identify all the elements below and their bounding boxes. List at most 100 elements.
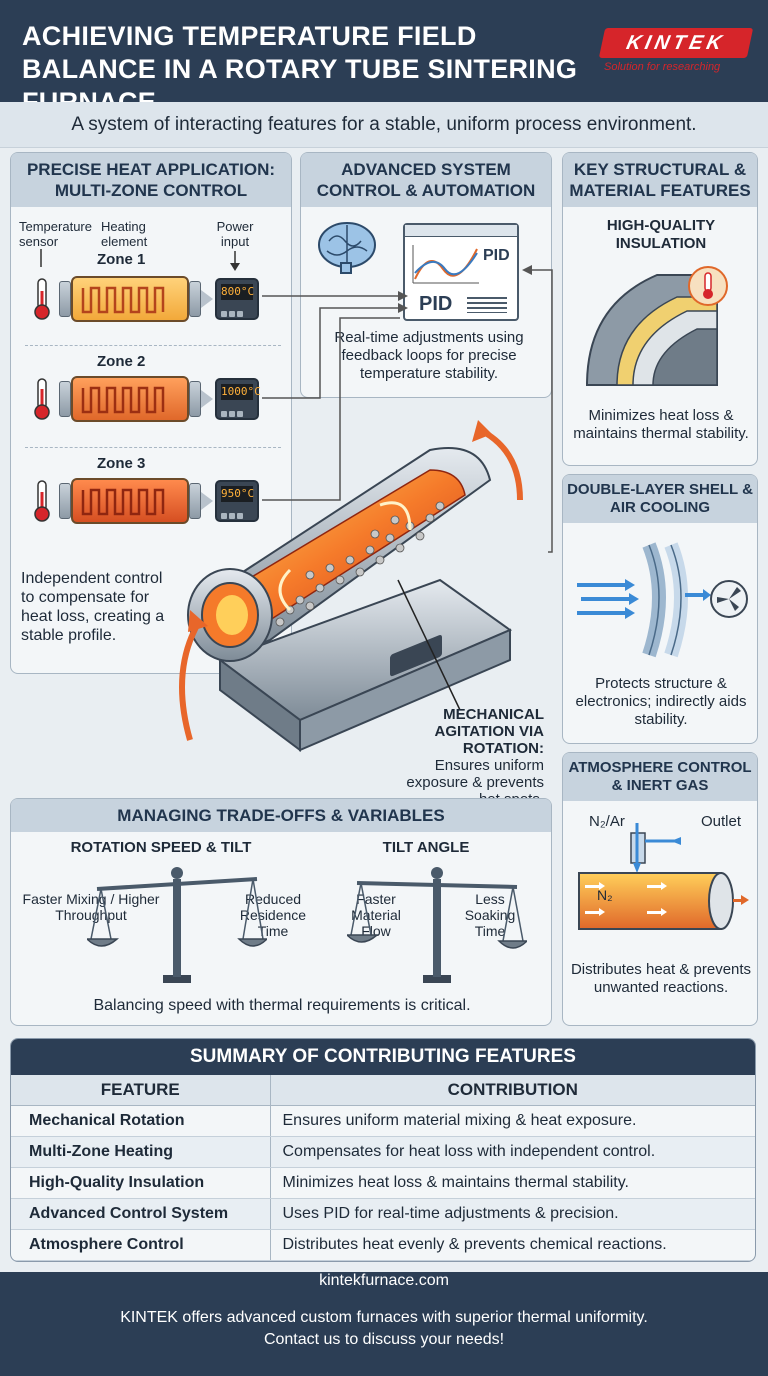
trend-graph-icon bbox=[412, 245, 479, 284]
contribution-cell: Uses PID for real-time adjustments & pre… bbox=[270, 1198, 755, 1230]
shell-description: Protects structure & electronics; indire… bbox=[575, 675, 747, 728]
contribution-cell: Ensures uniform material mixing & heat e… bbox=[270, 1105, 755, 1137]
contribution-cell: Distributes heat evenly & prevents chemi… bbox=[270, 1229, 755, 1261]
atmosphere-title: ATMOSPHERE CONTROL & INERT GAS bbox=[563, 753, 757, 801]
heater-cap-left bbox=[59, 281, 71, 317]
table-row: Mechanical Rotation Ensures uniform mate… bbox=[11, 1105, 755, 1137]
zone-1-controller[interactable]: 800°C bbox=[215, 278, 259, 320]
air-cooling-icon bbox=[577, 542, 748, 658]
feature-cell: Mechanical Rotation bbox=[11, 1105, 271, 1137]
heater-cap-right bbox=[189, 483, 201, 519]
shell-title: DOUBLE-LAYER SHELL & AIR COOLING bbox=[563, 475, 757, 523]
logo-wordmark: KINTEK bbox=[598, 28, 754, 58]
zone-1-title: Zone 1 bbox=[97, 251, 146, 268]
heating-coil-icon bbox=[81, 386, 165, 414]
feature-cell: Atmosphere Control bbox=[11, 1229, 271, 1261]
balance-scale-icon bbox=[347, 867, 527, 983]
heating-element-zone-1 bbox=[71, 276, 189, 322]
zone-3-title: Zone 3 bbox=[97, 455, 146, 472]
table-row: Multi-Zone Heating Compensates for heat … bbox=[11, 1136, 755, 1168]
tradeoff-left-a: Faster Mixing / Higher Throughput bbox=[22, 891, 160, 923]
tradeoffs-title: MANAGING TRADE-OFFS & VARIABLES bbox=[11, 799, 551, 832]
atmosphere-panel: ATMOSPHERE CONTROL & INERT GAS N₂/Ar Out… bbox=[562, 752, 758, 1026]
zone-2-readout: 1000°C bbox=[221, 384, 261, 400]
label-power-input: Power input bbox=[216, 219, 254, 249]
heating-coil-icon bbox=[81, 286, 165, 314]
thermometer-badge-icon bbox=[688, 266, 728, 306]
contribution-cell: Minimizes heat loss & maintains thermal … bbox=[270, 1167, 755, 1199]
website-link[interactable]: kintekfurnace.com bbox=[0, 1272, 768, 1300]
atmosphere-inside-label: N₂ bbox=[597, 887, 613, 903]
insulation-layers-icon bbox=[585, 274, 718, 386]
tradeoffs-footer: Balancing speed with thermal requirement… bbox=[93, 997, 471, 1014]
atmosphere-description: Distributes heat & prevents unwanted rea… bbox=[570, 961, 752, 996]
tradeoff-right-title: TILT ANGLE bbox=[382, 839, 470, 856]
column-header-contribution: CONTRIBUTION bbox=[270, 1075, 755, 1106]
power-arrow-icon bbox=[201, 290, 213, 308]
multizone-title: PRECISE HEAT APPLICATION: MULTI-ZONE CON… bbox=[11, 153, 291, 207]
power-arrow-icon bbox=[201, 390, 213, 408]
summary-table: FEATURE CONTRIBUTION Mechanical Rotation… bbox=[11, 1075, 755, 1261]
multizone-description: Independent control to compensate for he… bbox=[21, 570, 165, 644]
feature-cell: Multi-Zone Heating bbox=[11, 1136, 271, 1168]
header-banner: ACHIEVING TEMPERATURE FIELD BALANCE IN A… bbox=[0, 0, 768, 117]
cta-line-1: KINTEK offers advanced custom furnaces w… bbox=[120, 1309, 648, 1326]
summary-section: SUMMARY OF CONTRIBUTING FEATURES FEATURE… bbox=[10, 1038, 756, 1262]
table-row: Atmosphere Control Distributes heat even… bbox=[11, 1229, 755, 1261]
zone-3-controller[interactable]: 950°C bbox=[215, 480, 259, 522]
heater-cap-left bbox=[59, 381, 71, 417]
rotary-furnace-illustration bbox=[179, 420, 523, 752]
structural-title: KEY STRUCTURAL & MATERIAL FEATURES bbox=[563, 153, 757, 207]
rotation-callout-text: Ensures uniform exposure & prevents hot … bbox=[406, 757, 544, 808]
zone-1-readout: 800°C bbox=[221, 284, 255, 300]
table-header-row: FEATURE CONTRIBUTION bbox=[11, 1075, 755, 1106]
heating-coil-icon bbox=[81, 488, 165, 516]
brain-icon bbox=[318, 222, 376, 274]
structural-panel: KEY STRUCTURAL & MATERIAL FEATURES HIGH-… bbox=[562, 152, 758, 466]
zone-divider bbox=[25, 447, 281, 448]
label-heating-element: Heating element bbox=[101, 219, 148, 249]
insulation-subtitle: HIGH-QUALITY INSULATION bbox=[606, 217, 716, 252]
control-title: ADVANCED SYSTEM CONTROL & AUTOMATION bbox=[301, 153, 551, 207]
cta-line-2: Contact us to discuss your needs! bbox=[263, 1331, 505, 1348]
tradeoff-left-title: ROTATION SPEED & TILT bbox=[70, 839, 252, 856]
contribution-cell: Compensates for heat loss with independe… bbox=[270, 1136, 755, 1168]
zone-3-readout: 950°C bbox=[221, 486, 255, 502]
heater-cap-right bbox=[189, 281, 201, 317]
shell-panel: DOUBLE-LAYER SHELL & AIR COOLING Protect… bbox=[562, 474, 758, 744]
subtitle-bar: A system of interacting features for a s… bbox=[0, 102, 768, 148]
table-row: High-Quality Insulation Minimizes heat l… bbox=[11, 1167, 755, 1199]
thermometer-icon bbox=[34, 378, 50, 420]
control-panel: ADVANCED SYSTEM CONTROL & AUTOMATION PID… bbox=[300, 152, 552, 398]
pid-monitor[interactable]: PID PID bbox=[403, 223, 519, 321]
heater-cap-right bbox=[189, 381, 201, 417]
rotation-callout: MECHANICAL AGITATION VIA ROTATION: Ensur… bbox=[404, 706, 544, 808]
thermometer-icon bbox=[34, 480, 50, 522]
control-description: Real-time adjustments using feedback loo… bbox=[334, 329, 524, 382]
label-temperature-sensor: Temperature sensor bbox=[19, 219, 92, 249]
table-row: Advanced Control System Uses PID for rea… bbox=[11, 1198, 755, 1230]
tradeoff-left-b: Reduced Residence Time bbox=[239, 891, 307, 939]
feature-cell: Advanced Control System bbox=[11, 1198, 271, 1230]
insulation-description: Minimizes heat loss & maintains thermal … bbox=[573, 407, 749, 442]
rotation-callout-title: MECHANICAL AGITATION VIA ROTATION: bbox=[434, 706, 544, 757]
atmosphere-inlet-label: N₂/Ar bbox=[589, 813, 625, 830]
zone-2-controller[interactable]: 1000°C bbox=[215, 378, 261, 420]
pid-label-top: PID bbox=[483, 247, 510, 264]
heater-cap-left bbox=[59, 483, 71, 519]
thermometer-icon bbox=[34, 278, 50, 320]
kintek-logo[interactable]: KINTEK Solution for researching bbox=[598, 28, 754, 73]
summary-title: SUMMARY OF CONTRIBUTING FEATURES bbox=[11, 1039, 755, 1075]
heating-element-zone-2 bbox=[71, 376, 189, 422]
zone-2-title: Zone 2 bbox=[97, 353, 146, 370]
atmosphere-outlet-label: Outlet bbox=[701, 813, 742, 830]
column-header-feature: FEATURE bbox=[11, 1075, 271, 1106]
pid-label-bottom: PID bbox=[419, 293, 453, 315]
balance-scale-icon bbox=[87, 867, 267, 983]
page-subtitle: A system of interacting features for a s… bbox=[71, 114, 697, 135]
tradeoff-right-b: Less Soaking Time bbox=[464, 891, 516, 939]
tradeoffs-panel: MANAGING TRADE-OFFS & VARIABLES ROTATION… bbox=[10, 798, 552, 1026]
sensor-pointer-line bbox=[40, 249, 240, 271]
page-title: ACHIEVING TEMPERATURE FIELD BALANCE IN A… bbox=[22, 21, 578, 117]
logo-tagline: Solution for researching bbox=[604, 61, 721, 73]
